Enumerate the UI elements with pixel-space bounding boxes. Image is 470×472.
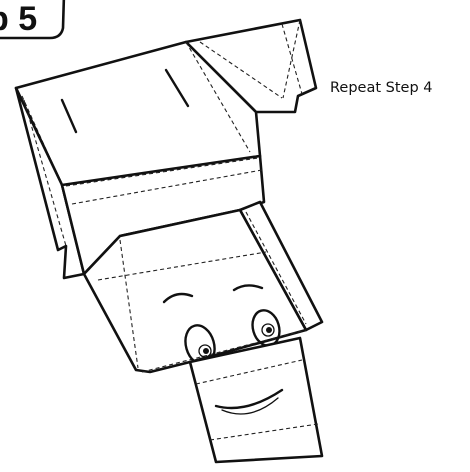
chin-panel <box>190 338 322 462</box>
step-badge-label: p 5 <box>0 0 37 38</box>
step-badge: p 5 <box>0 0 64 38</box>
chin-panel-outline <box>190 338 322 462</box>
instruction-text: Repeat Step 4 <box>330 80 433 96</box>
